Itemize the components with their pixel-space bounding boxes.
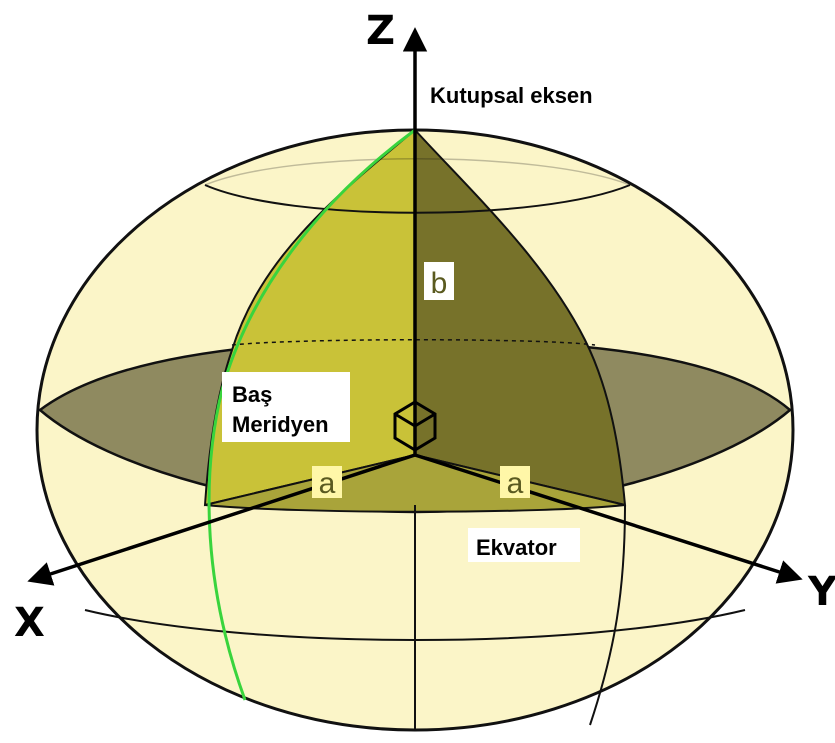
- semi-major-right-label: a: [507, 467, 524, 500]
- equator-label: Ekvator: [476, 535, 557, 560]
- y-axis: [414, 453, 803, 584]
- x-axis-label: X: [14, 600, 45, 646]
- prime-meridian-label-box: [222, 372, 350, 442]
- octant-wedge-back: [414, 127, 627, 507]
- semi-major-left-label: a: [319, 467, 336, 500]
- origin-cube-icon: [393, 400, 437, 452]
- equator-back-dashed: [231, 339, 596, 346]
- x-axis: [27, 453, 416, 586]
- prime-meridian-label-line2: Meridyen: [232, 412, 329, 437]
- polar-axis-label: Kutupsal eksen: [430, 83, 593, 108]
- semi-minor-label: b: [431, 267, 448, 300]
- semi-major-right-label-box: [500, 466, 530, 498]
- prime-meridian-label-line1: Baş: [232, 382, 272, 407]
- semi-minor-label-box: [424, 262, 454, 300]
- meridian-right: [589, 504, 626, 726]
- y-axis-label: Y: [807, 569, 835, 615]
- z-axis-label: Z: [366, 8, 395, 54]
- semi-major-left-label-box: [312, 466, 342, 498]
- equator-label-box: [468, 528, 580, 562]
